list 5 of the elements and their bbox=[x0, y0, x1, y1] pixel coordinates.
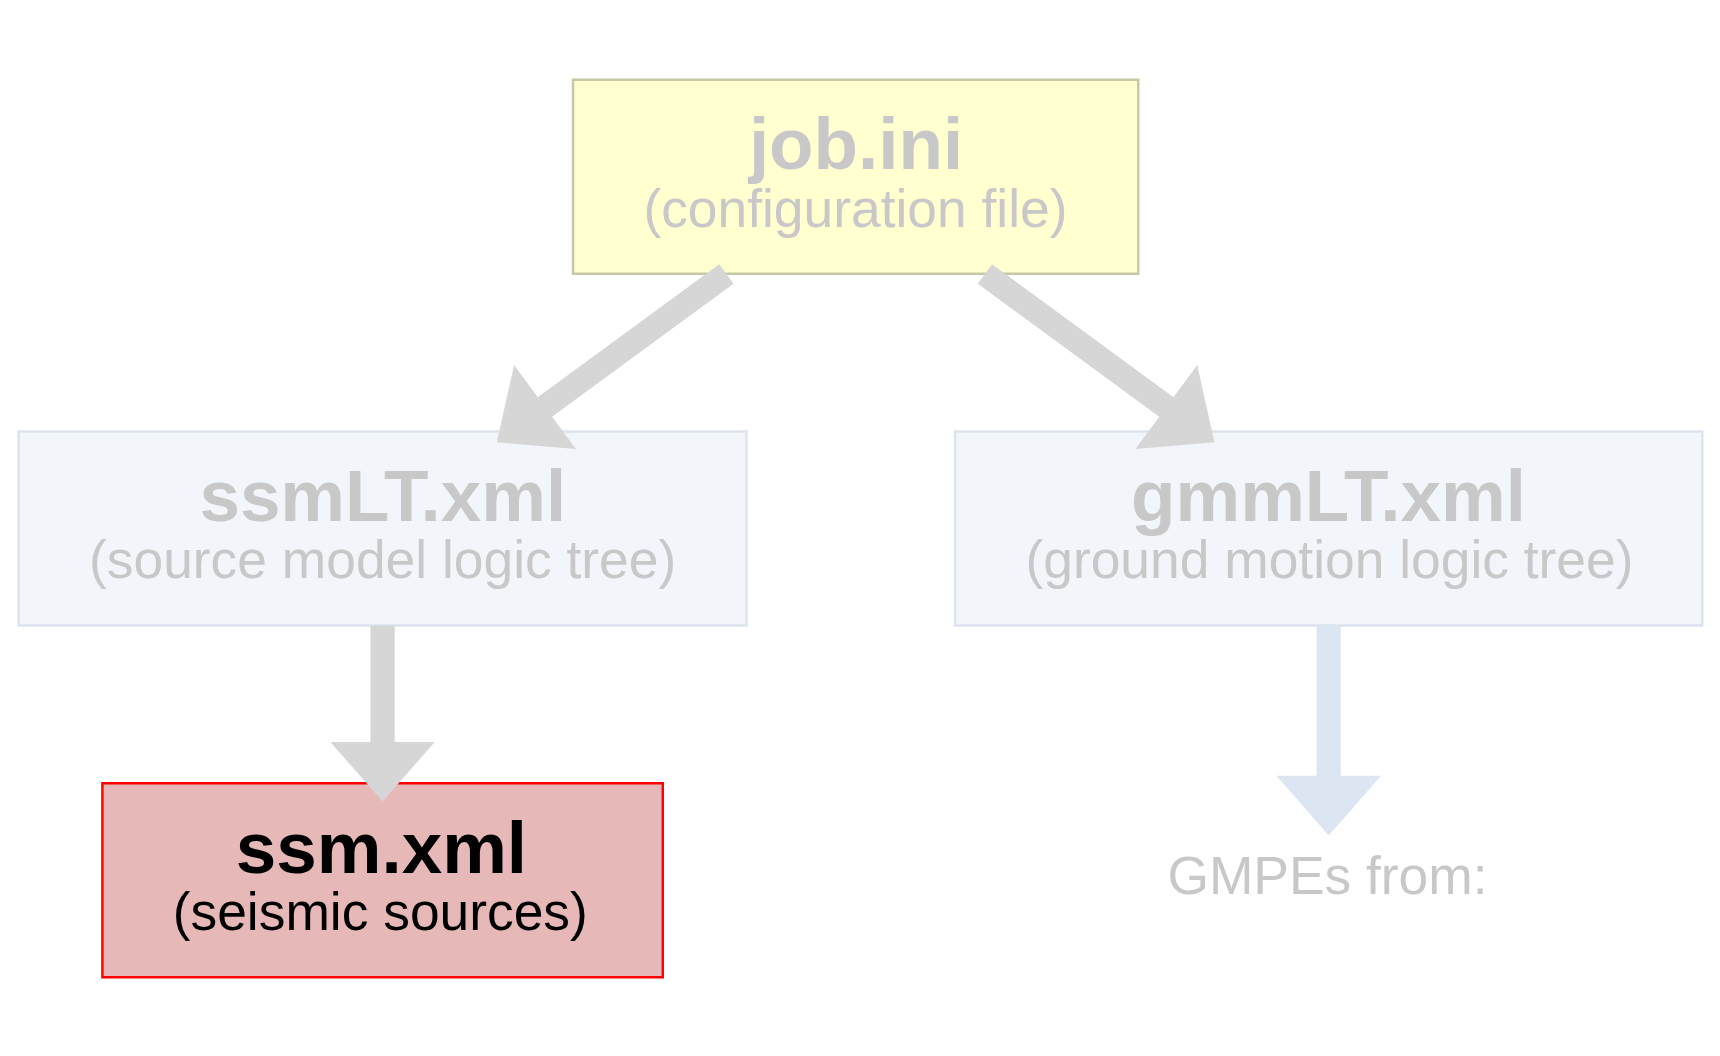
arrow bbox=[329, 625, 435, 802]
node-box: ssm.xml (seismic sources) bbox=[100, 781, 664, 978]
arrow bbox=[1276, 625, 1381, 835]
arrow bbox=[977, 263, 1214, 449]
arrow bbox=[496, 263, 734, 449]
